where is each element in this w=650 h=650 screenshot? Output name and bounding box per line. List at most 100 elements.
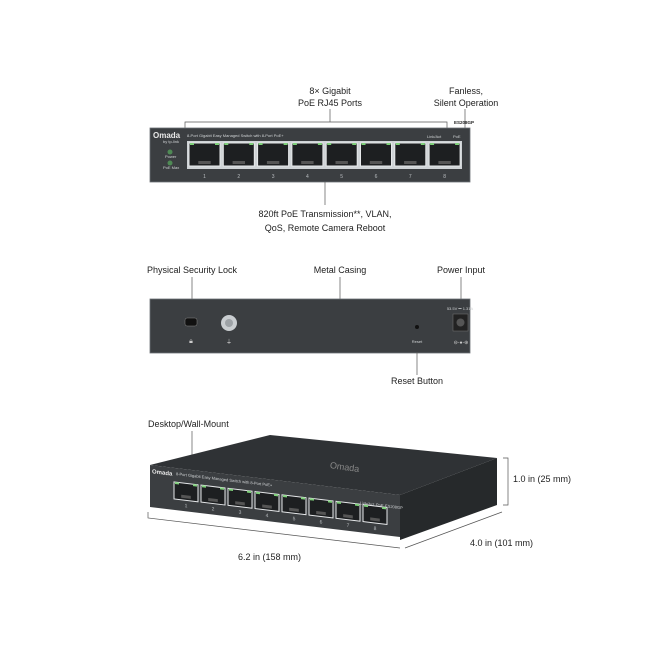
casing-callout: Metal Casing	[314, 265, 367, 275]
switch-description: 8-Port Gigabit Easy Managed Switch with …	[187, 133, 284, 138]
port-number: 6	[320, 519, 323, 525]
front-face: Omada 8-Port Gigabit Easy Managed Switch…	[150, 465, 403, 538]
ground-icon: ⏚	[226, 339, 232, 346]
port-led	[317, 143, 322, 145]
port-led	[327, 143, 332, 145]
security-lock-slot	[184, 317, 198, 327]
width-dimension: 6.2 in (158 mm)	[238, 552, 301, 562]
rj45-port[interactable]	[360, 142, 392, 167]
port-led	[352, 143, 357, 145]
ports-bracket	[184, 109, 448, 128]
switch-front-view: Omada 8-Port Gigabit Easy Managed Switch…	[149, 120, 474, 183]
port-led	[283, 143, 288, 145]
port-number: 2	[237, 174, 240, 180]
poe-callout-line2: QoS, Remote Camera Reboot	[265, 223, 386, 233]
port-number: 8	[443, 174, 446, 180]
port-led	[382, 506, 386, 510]
port-led	[247, 490, 251, 494]
port-led	[258, 143, 263, 145]
depth-dimension: 4.0 in (101 mm)	[470, 538, 533, 548]
link-act-label: Link/Act	[427, 134, 442, 139]
power-rating: 53.5V ⎓ 1.31A	[447, 306, 474, 311]
port-led	[328, 500, 332, 503]
port-led	[361, 143, 366, 145]
port-led	[364, 504, 368, 508]
rj45-port[interactable]	[291, 142, 324, 167]
port-led	[301, 497, 305, 500]
port-number: 3	[272, 174, 275, 180]
brand-logo: Omada	[153, 131, 181, 140]
width-dim-line	[147, 512, 401, 549]
poe-max-led	[167, 160, 173, 166]
fanless-callout-line2: Silent Operation	[434, 98, 499, 108]
port-number: 5	[293, 516, 296, 522]
rj45-port[interactable]	[281, 494, 307, 516]
port-led	[224, 143, 229, 145]
side-face	[400, 458, 497, 540]
port-number: 7	[347, 523, 350, 529]
port-led	[455, 143, 460, 145]
port-number: 7	[409, 174, 412, 180]
port-led	[283, 494, 287, 498]
port-led	[249, 143, 254, 145]
svg-text:Link/Act: Link/Act	[360, 500, 375, 507]
rj45-port[interactable]	[188, 142, 221, 167]
port-led	[202, 485, 206, 488]
model-label: ES208GP	[454, 120, 474, 125]
rj45-port[interactable]	[254, 491, 280, 513]
port-number: 6	[375, 174, 378, 180]
port-led	[193, 484, 197, 487]
top-logo: Omada	[329, 460, 360, 474]
port-led	[386, 143, 391, 145]
port-led	[215, 143, 219, 145]
port-led	[190, 143, 194, 145]
port-led	[310, 498, 314, 501]
poe-callout-line1: 820ft PoE Transmission**, VLAN,	[258, 209, 391, 219]
svg-text:ES208GP: ES208GP	[385, 503, 403, 510]
svg-text:Omada: Omada	[152, 469, 173, 477]
port-led	[175, 482, 179, 485]
port-led	[395, 143, 400, 145]
port-led	[274, 493, 278, 497]
power-led-label: Power	[165, 154, 177, 159]
rj45-port[interactable]	[222, 142, 255, 167]
rj45-port[interactable]	[428, 142, 461, 167]
height-dim-line	[503, 457, 509, 506]
brand-sub: by tp-link	[163, 139, 179, 144]
lock-icon: 🔒︎	[189, 338, 193, 345]
port-number: 4	[306, 174, 309, 180]
ports-callout-line1: 8× Gigabit	[309, 86, 351, 96]
port-led	[420, 143, 425, 145]
depth-dim-line	[404, 511, 503, 549]
port-number: 3	[239, 510, 242, 516]
reset-label: Reset	[412, 339, 423, 344]
port-led	[220, 487, 224, 490]
poe-label: PoE	[453, 134, 461, 139]
port-number: 8	[374, 526, 377, 532]
rj45-port[interactable]	[394, 142, 427, 167]
svg-text:PoE: PoE	[376, 502, 384, 508]
rj45-port[interactable]	[335, 500, 361, 522]
lock-callout: Physical Security Lock	[147, 265, 238, 275]
rj45-port[interactable]	[227, 487, 253, 509]
rj45-port[interactable]	[325, 142, 358, 167]
rj45-port[interactable]	[200, 484, 226, 506]
power-callout: Power Input	[437, 265, 486, 275]
port-number: 1	[185, 503, 188, 509]
poe-max-led-label: PoE Max	[163, 165, 179, 170]
rj45-port[interactable]	[173, 481, 199, 503]
port-led	[430, 143, 435, 145]
rj45-port[interactable]	[308, 497, 334, 519]
rj45-port[interactable]	[257, 142, 290, 167]
port-number: 1	[203, 174, 206, 180]
switch-3d-view: Omada Omada 8-Port Gigabit Easy Managed …	[150, 435, 497, 540]
reset-pinhole[interactable]	[415, 325, 419, 329]
port-number: 2	[212, 506, 215, 512]
mount-callout: Desktop/Wall-Mount	[148, 419, 229, 429]
port-led	[256, 491, 260, 495]
reset-callout: Reset Button	[391, 376, 443, 386]
power-led	[167, 149, 173, 155]
port-led	[337, 501, 341, 504]
rj45-port[interactable]	[362, 504, 388, 526]
